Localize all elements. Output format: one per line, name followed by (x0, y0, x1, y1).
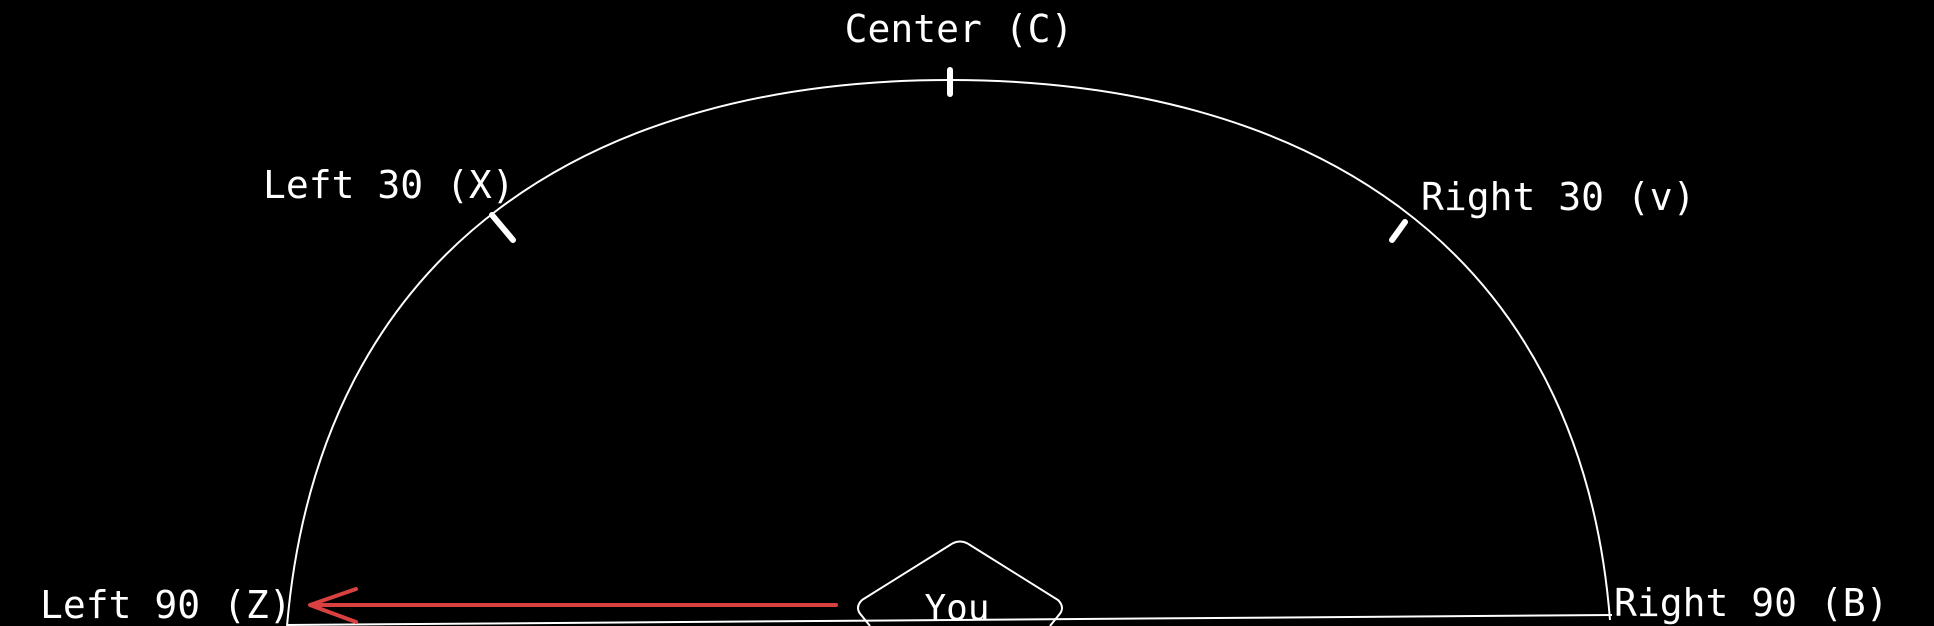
right-90-label: Right 90 (B) (1614, 581, 1889, 625)
direction-arc (286, 78, 1611, 626)
right-30-tick (1389, 219, 1408, 243)
left-90-label: Left 90 (Z) (40, 583, 292, 626)
left-30-tick (489, 212, 516, 243)
center-label: Center (C) (845, 7, 1074, 51)
you-marker (857, 540, 1063, 626)
right-30-label: Right 30 (v) (1421, 175, 1696, 219)
you-label: You (924, 588, 989, 626)
base-line (286, 614, 1613, 626)
left-30-label: Left 30 (X) (263, 163, 515, 207)
direction-arrow-head (308, 587, 358, 624)
